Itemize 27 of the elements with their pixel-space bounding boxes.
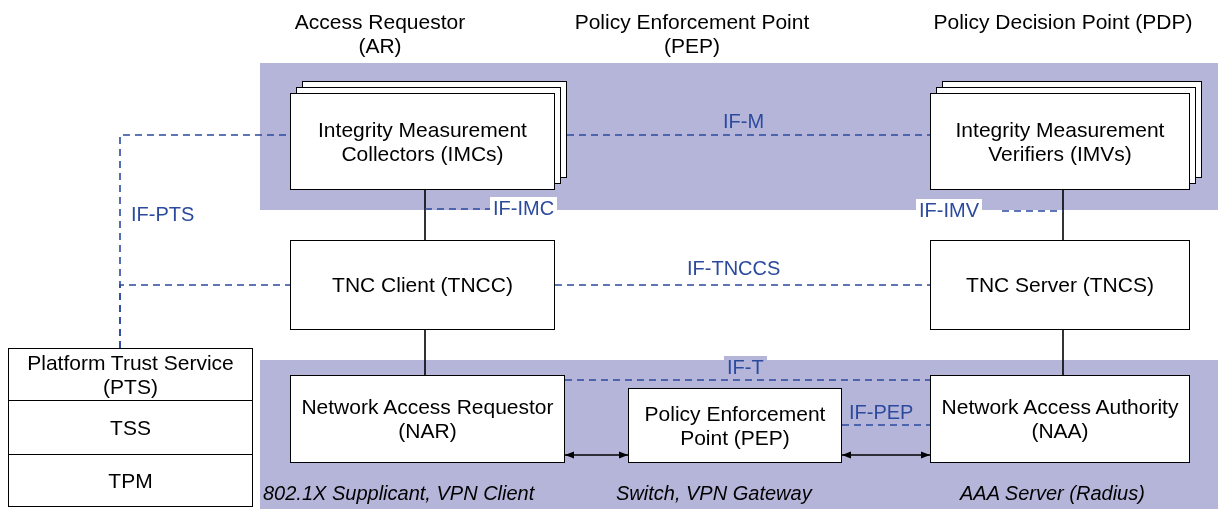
double-arrow [564,451,629,459]
interface-line [841,424,931,426]
connector-line [424,329,426,376]
connector-line [1062,189,1064,241]
interface-line [554,284,931,286]
column-heading: Policy Enforcement Point (PEP) [573,10,811,58]
connector-line [424,189,426,241]
component-box: Policy Enforcement Point (PEP) [628,388,842,463]
interface-line [564,379,931,381]
interface-line [566,134,931,136]
component-box: TNC Server (TNCS) [930,240,1190,330]
connector-line [1062,329,1064,376]
component-box: Network Access Authority (NAA) [930,375,1190,463]
component-box: Integrity Measurement Collectors (IMCs) [290,93,555,190]
stack-layer-box: TSS [8,400,253,455]
stack-layer-box: TPM [8,454,253,507]
double-arrow [841,451,931,459]
column-heading: Policy Decision Point (PDP) [933,10,1193,34]
layer-example: AAA Server (Radius) [960,482,1145,505]
component-box: Integrity Measurement Verifiers (IMVs) [930,93,1190,190]
column-heading: Access Requestor (AR) [293,10,467,58]
component-box: Network Access Requestor (NAR) [290,375,565,463]
interface-line [119,284,291,349]
layer-example: 802.1X Supplicant, VPN Client [263,482,535,505]
component-box: TNC Client (TNCC) [290,240,555,330]
layer-example: Switch, VPN Gateway [616,482,812,505]
stack-layer-box: Platform Trust Service (PTS) [8,348,253,401]
